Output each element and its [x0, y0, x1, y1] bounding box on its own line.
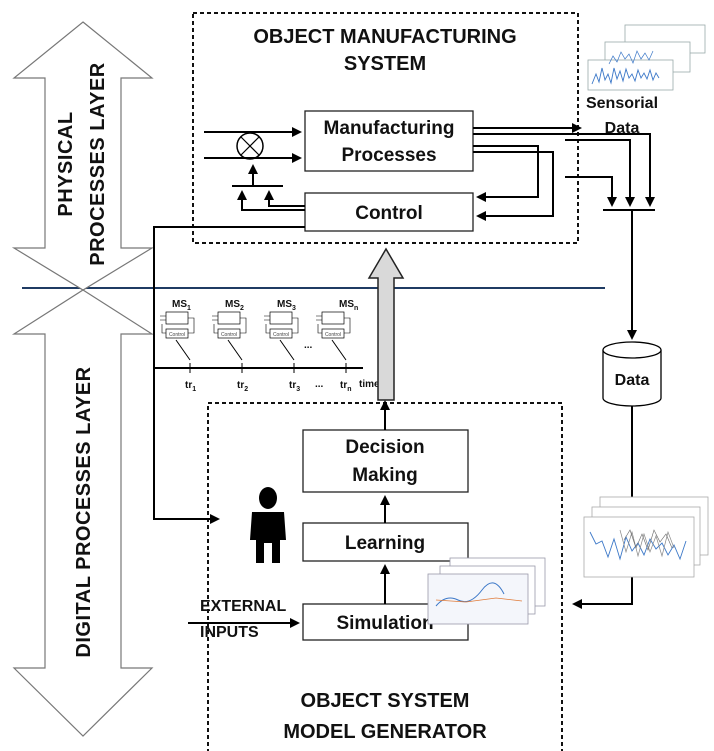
state-label-3: MS3 — [277, 299, 296, 312]
learning-box — [302, 522, 469, 562]
tick-label-2: tr2 — [237, 380, 248, 393]
model-generator-title-line1: OBJECT SYSTEM — [301, 690, 470, 712]
state-connector-n — [331, 339, 347, 361]
state-connector-3 — [279, 339, 295, 361]
model-state-mini-n: Control — [316, 311, 351, 339]
digital-layer-arrow: DIGITAL PROCESSES LAYER — [11, 289, 155, 737]
manufacturing-processes-label-line2: Processes — [341, 145, 436, 166]
sensorial-label-line2: Data — [605, 120, 640, 137]
decision-making-box — [302, 429, 469, 493]
control-to-human-arrow — [153, 226, 305, 524]
tick-label-n: trn — [340, 380, 352, 393]
svg-text:Control: Control — [325, 332, 341, 338]
tick-label-3: tr3 — [289, 380, 300, 393]
physical-layer-label-line1: PHYSICAL — [55, 111, 77, 216]
state-label-n: MSn — [339, 299, 358, 312]
control-feedback-left — [237, 190, 305, 211]
model-generator-title-line2: MODEL GENERATOR — [283, 721, 487, 743]
tick-label-1: tr1 — [185, 380, 196, 393]
state-label-2: MS2 — [225, 299, 244, 312]
state-connector-1 — [175, 339, 191, 361]
sensorial-to-merge-2 — [565, 139, 635, 207]
manufacturing-processes-label-line1: Manufacturing — [324, 118, 455, 139]
manufacturing-system-title-line2: SYSTEM — [344, 53, 426, 75]
model-state-mini-1: Control — [160, 311, 195, 339]
manufacturing-system-title-line1: OBJECT MANUFACTURING — [253, 26, 516, 48]
summing-junction-icon — [236, 132, 264, 160]
learning-label: Learning — [345, 533, 425, 554]
decision-making-label-line2: Making — [352, 465, 417, 486]
sensorial-label-line1: Sensorial — [586, 95, 658, 112]
control-update-up-arrow — [367, 247, 405, 401]
sensorial-to-merge-1 — [473, 133, 655, 207]
digital-layer-label: DIGITAL PROCESSES LAYER — [73, 366, 95, 657]
person-icon — [250, 487, 286, 563]
state-label-1: MS1 — [172, 299, 191, 312]
sensorial-chart-thumbnails — [587, 24, 706, 91]
physical-layer-arrow: PHYSICAL PROCESSES LAYER — [11, 21, 155, 291]
decision-making-label-line1: Decision — [345, 437, 424, 458]
model-state-mini-2: Control — [212, 311, 247, 339]
model-state-mini-3: Control — [264, 311, 299, 339]
simulation-chart-thumbnails — [427, 557, 546, 625]
process-to-control-loop2 — [473, 151, 554, 221]
simulation-label: Simulation — [336, 613, 433, 634]
sensorial-to-merge-3 — [565, 176, 617, 207]
database-icon — [602, 341, 662, 407]
time-axis-label: time — [359, 379, 380, 390]
chart-thumbnail-icon — [583, 496, 709, 578]
svg-text:Control: Control — [169, 332, 185, 338]
control-feedback-right — [264, 190, 305, 207]
process-to-control-loop1 — [473, 145, 539, 202]
model-state-timeline: Control Control Control Control MS1 MS2 — [154, 299, 380, 393]
external-inputs-label-line2: INPUTS — [200, 624, 259, 641]
state-connector-2 — [227, 339, 243, 361]
control-box — [304, 192, 474, 232]
svg-text:Control: Control — [221, 332, 237, 338]
database-to-simulation-arrow — [572, 406, 633, 609]
control-label: Control — [355, 203, 423, 224]
manufacturing-processes-box — [304, 110, 474, 172]
tick-ellipsis: ... — [315, 379, 324, 390]
physical-layer-label-line2: PROCESSES LAYER — [87, 62, 109, 266]
external-inputs-label-line1: EXTERNAL — [200, 598, 286, 615]
state-ellipsis: ... — [304, 340, 313, 351]
database-label: Data — [615, 372, 650, 389]
svg-text:Control: Control — [273, 332, 289, 338]
